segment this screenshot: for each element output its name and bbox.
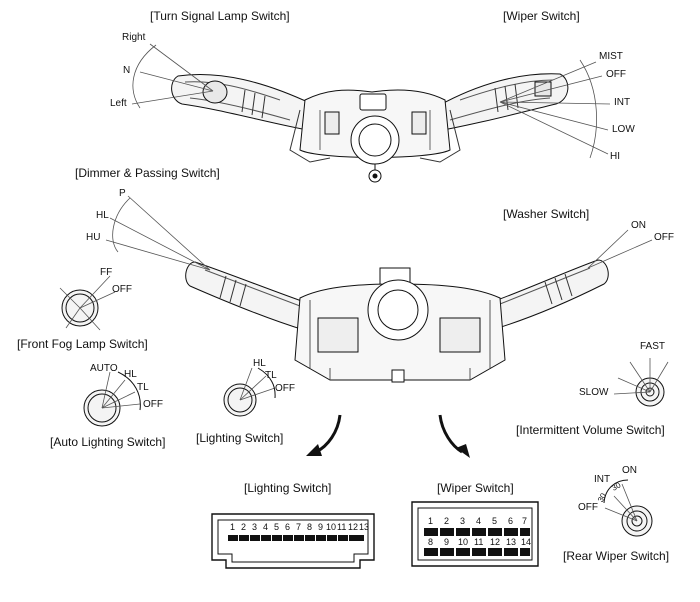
pin-label: 11 (337, 522, 347, 532)
pin-label: 6 (508, 516, 514, 526)
pin-label: 13 (359, 522, 370, 532)
pin-label: 1 (230, 522, 236, 532)
intermittent-fast-label: FAST (640, 341, 666, 352)
pin-label: 3 (460, 516, 466, 526)
turn-signal-left-label: Left (110, 98, 127, 109)
pin-label: 2 (444, 516, 450, 526)
pin-label: 3 (252, 522, 258, 532)
dimmer-title: [Dimmer & Passing Switch] (75, 166, 220, 180)
right-arrow-head (456, 444, 470, 458)
lighting-off-label: OFF (275, 383, 295, 394)
front-fog-off-label: OFF (112, 284, 132, 295)
rear-wiper-on-label: ON (622, 465, 637, 476)
wiper-connector-shell (411, 501, 539, 567)
wiper-hi-label: HI (610, 151, 620, 162)
wiper-connector-title: [Wiper Switch] (437, 481, 514, 495)
lighting-connector-pins (228, 535, 364, 541)
pin-label: 12 (348, 522, 359, 532)
pin-label: 14 (521, 537, 532, 547)
intermittent-title: [Intermittent Volume Switch] (516, 423, 665, 437)
pin-label: 6 (285, 522, 291, 532)
pin-label: 10 (326, 522, 337, 532)
dimmer-guide-lines (105, 195, 211, 271)
dimmer-p-label: P (119, 188, 126, 199)
washer-on-label: ON (631, 220, 646, 231)
connector-arrows (315, 414, 463, 454)
wiper-off-label: OFF (606, 69, 626, 80)
pin-label: 4 (476, 516, 482, 526)
left-arrow-head (306, 444, 322, 456)
dimmer-hu-label: HU (86, 232, 101, 243)
pin-label: 8 (307, 522, 313, 532)
front-fog-ff-label: FF (100, 267, 113, 278)
rear-wiper-off-label: OFF (578, 502, 598, 513)
front-fog-title: [Front Fog Lamp Switch] (17, 337, 148, 351)
pin-label: 1 (428, 516, 434, 526)
auto-lighting-auto-label: AUTO (90, 363, 118, 374)
pin-label: 7 (296, 522, 302, 532)
washer-off-label: OFF (654, 232, 674, 243)
pin-label: 12 (490, 537, 501, 547)
wiper-int-label: INT (614, 97, 631, 108)
lighting-connector-shell (211, 513, 375, 569)
lighting-title: [Lighting Switch] (196, 431, 284, 445)
auto-lighting-tl-label: TL (137, 382, 149, 393)
pin-label: 8 (428, 537, 434, 547)
wiper-title: [Wiper Switch] (503, 9, 580, 23)
middle-switch-assembly (185, 259, 609, 383)
wiper-mist-label: MIST (599, 51, 623, 62)
wiper-guide-lines (499, 59, 611, 159)
turn-signal-guide-lines (131, 43, 214, 109)
lighting-connector-title: [Lighting Switch] (244, 481, 332, 495)
wiper-connector-pins (424, 528, 530, 556)
pin-label: 13 (506, 537, 517, 547)
pin-label: 5 (274, 522, 280, 532)
dimmer-hl-label: HL (96, 210, 109, 221)
pin-label: 7 (522, 516, 528, 526)
washer-title: [Washer Switch] (503, 207, 590, 221)
lighting-dial (223, 367, 276, 417)
auto-lighting-off-label: OFF (143, 399, 163, 410)
lighting-tl-label: TL (265, 370, 277, 381)
front-fog-dial (59, 275, 116, 331)
pin-label: 9 (318, 522, 324, 532)
turn-signal-right-label: Right (122, 32, 146, 43)
pin-label: 9 (444, 537, 450, 547)
auto-lighting-dial (83, 371, 141, 427)
turn-signal-n-label: N (123, 65, 131, 76)
rear-wiper-dial (603, 479, 653, 537)
pin-label: 11 (474, 537, 484, 547)
washer-guide-lines (587, 229, 653, 269)
pin-label: 4 (263, 522, 269, 532)
pin-label: 5 (492, 516, 498, 526)
pin-label: 2 (241, 522, 247, 532)
rear-wiper-int-label: INT (594, 474, 611, 485)
lighting-hl-label: HL (253, 358, 266, 369)
auto-lighting-hl-label: HL (124, 369, 137, 380)
intermittent-slow-label: SLOW (579, 387, 609, 398)
pin-label: 10 (458, 537, 469, 547)
rear-wiper-title: [Rear Wiper Switch] (563, 549, 670, 563)
top-switch-assembly (171, 73, 569, 183)
intermittent-volume-dial (613, 358, 669, 407)
turn-signal-title: [Turn Signal Lamp Switch] (150, 9, 290, 23)
auto-lighting-title: [Auto Lighting Switch] (50, 435, 166, 449)
wiper-low-label: LOW (612, 124, 635, 135)
